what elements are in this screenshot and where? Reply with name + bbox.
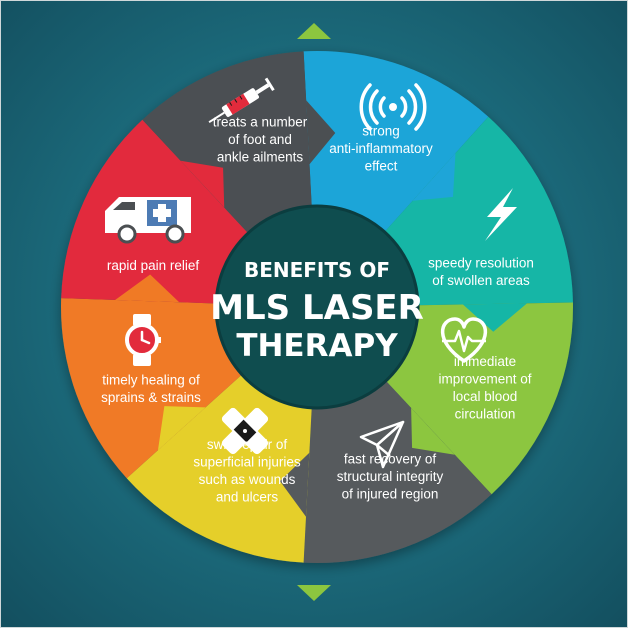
title-line-2: MLS LASER: [210, 288, 424, 328]
segment-label-anti-inflammatory: strong anti-inflammatory effect: [329, 124, 433, 174]
segment-label-line: sprains & strains: [101, 390, 201, 405]
segment-label-line: timely healing of: [102, 372, 200, 387]
segment-labels: treats a number of foot and ankle ailments…: [101, 115, 534, 505]
ambulance-icon: [105, 197, 191, 244]
segment-label-line: strong: [362, 124, 400, 139]
title-line-1: BENEFITS OF: [244, 258, 390, 282]
segment-notch-superficial-injuries: [115, 274, 180, 303]
center-hub: [214, 204, 420, 410]
segment-icons: [105, 77, 517, 469]
segment-label-swelling: speedy resolution of swollen areas: [428, 255, 534, 288]
heartbeat-icon: [440, 317, 488, 363]
segment-notch-circulation: [279, 452, 310, 517]
segment-notch-sprains: [180, 160, 225, 208]
up-arrow-icon: [297, 23, 331, 39]
segment-label-line: anti-inflammatory: [329, 141, 433, 156]
segment-notch-anti-inflammatory: [462, 303, 527, 332]
segment-label-line: local blood: [453, 389, 518, 404]
syringe-icon: [208, 77, 275, 124]
title-line-3: THERAPY: [236, 328, 398, 364]
segment-label-line: speedy resolution: [428, 255, 534, 270]
segment-label-line: improvement of: [438, 371, 531, 386]
segment-label-line: of injured region: [342, 487, 439, 502]
segment-label-line: ankle ailments: [217, 150, 304, 165]
segment-label-circulation: immediate improvement of local blood circul…: [438, 354, 531, 422]
segment-notches: [115, 100, 527, 517]
segment-label-line: of swollen areas: [432, 273, 530, 288]
segment-label-superficial-injuries: swift repair of superficial injuries such …: [193, 437, 301, 505]
segment-label-line: immediate: [454, 354, 516, 369]
down-arrow-icon: [297, 585, 331, 601]
segment-label-sprains: timely healing of sprains & strains: [101, 372, 201, 405]
segment-label-pain-relief: rapid pain relief: [107, 258, 200, 273]
segment-label-line: rapid pain relief: [107, 258, 200, 273]
segment-notch-pain-relief: [306, 100, 336, 165]
segment-notch-structural-recovery: [157, 406, 206, 451]
segment-label-line: and ulcers: [216, 489, 279, 504]
wireless-signal-icon: [359, 83, 427, 131]
segment-label-line: fast recovery of: [344, 452, 437, 467]
wristwatch-icon: [125, 314, 161, 366]
segment-label-line: such as wounds: [199, 472, 296, 487]
segment-label-line: of foot and: [228, 132, 292, 147]
segment-label-line: swift repair of: [207, 437, 288, 452]
segment-label-line: superficial injuries: [193, 454, 301, 469]
segment-notch-foot-ankle: [412, 153, 456, 201]
segment-label-line: circulation: [455, 406, 516, 421]
segment-label-line: structural integrity: [337, 469, 444, 484]
bandage-icon: [221, 407, 269, 455]
segment-label-line: effect: [365, 159, 398, 174]
segment-label-foot-ankle: treats a number of foot and ankle ailments: [213, 115, 308, 165]
lightning-bolt-icon: [485, 188, 517, 241]
segment-label-structural-recovery: fast recovery of structural integrity of i…: [337, 452, 444, 502]
segment-label-line: treats a number: [213, 115, 308, 130]
paper-plane-icon: [359, 420, 405, 469]
segment-notch-swelling: [411, 407, 455, 455]
